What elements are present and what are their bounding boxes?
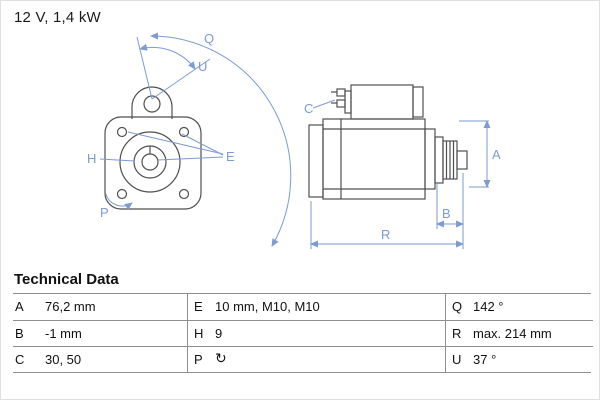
param-key-h: H (187, 320, 213, 346)
param-value-r: max. 214 mm (471, 320, 593, 346)
param-key-q: Q (445, 294, 471, 320)
label-dimension-h: H (87, 151, 96, 166)
param-value-u: 37 ° (471, 346, 593, 372)
front-view-dimension-lines (99, 32, 292, 247)
side-view-drawing (308, 84, 468, 200)
front-view-drawing (104, 86, 202, 210)
param-key-r: R (445, 320, 471, 346)
technical-data-section: Technical Data A 76,2 mm E 10 mm, M10, M… (1, 269, 599, 373)
param-value-c: 30, 50 (43, 346, 187, 372)
param-key-p: P (187, 346, 213, 372)
param-key-a: A (15, 299, 24, 314)
starter-motor-technical-drawing: Q U E H P (87, 31, 501, 249)
rotation-direction-icon: ↻ (213, 346, 445, 372)
param-key-e: E (187, 294, 213, 320)
label-angle-q: Q (204, 31, 214, 46)
label-dimension-e: E (226, 149, 235, 164)
param-key-u: U (445, 346, 471, 372)
side-view-dimension-lines (310, 99, 491, 249)
param-key-b: B (13, 320, 43, 346)
label-dimension-a: A (492, 147, 501, 162)
label-dimension-b: B (442, 206, 451, 221)
param-value-q: 142 ° (473, 299, 504, 314)
label-angle-u: U (198, 59, 207, 74)
label-terminal-c: C (304, 101, 313, 116)
label-dimension-r: R (381, 227, 390, 242)
param-value-b: -1 mm (43, 320, 187, 346)
power-rating-title: 12 V, 1,4 kW (14, 9, 101, 26)
param-value-a: 76,2 mm (45, 299, 96, 314)
technical-data-table: A 76,2 mm E 10 mm, M10, M10 Q 142 ° B -1… (13, 293, 593, 373)
param-key-c: C (13, 346, 43, 372)
param-value-h: 9 (213, 320, 445, 346)
param-value-e: 10 mm, M10, M10 (215, 299, 320, 314)
label-rotation-p: P (100, 205, 109, 220)
technical-data-heading: Technical Data (14, 271, 119, 288)
